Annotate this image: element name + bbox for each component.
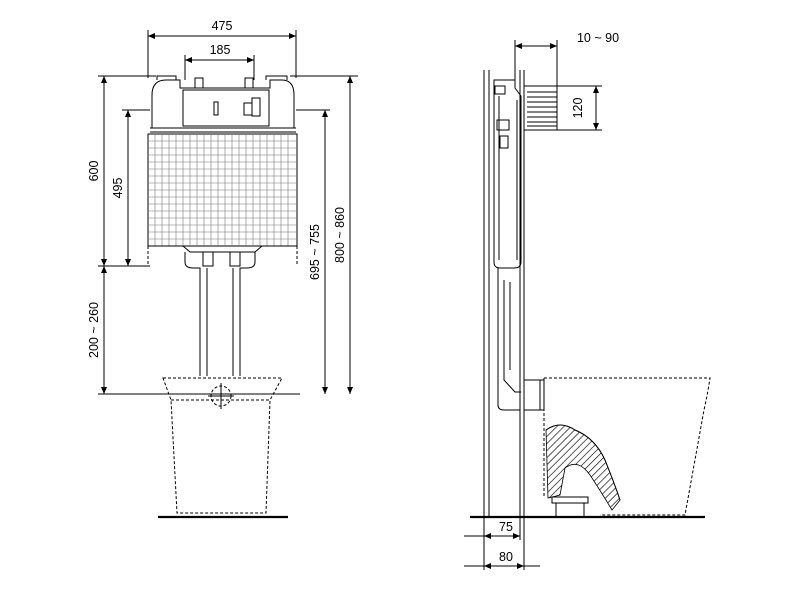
front-view: 475 185 600 495 200 ~ 260 695 ~ 755 (87, 19, 358, 519)
dim-width-inner: 185 (210, 43, 231, 57)
dim-offset-range: 10 ~ 90 (577, 31, 619, 45)
wc-pan-side (470, 377, 711, 519)
frame-legs (184, 251, 256, 376)
outlet-connector (523, 379, 545, 411)
dim-button-height: 120 (571, 98, 585, 119)
dim-height-600: 600 (87, 161, 101, 182)
flush-button-box (523, 85, 558, 131)
dim-depth-75: 75 (499, 520, 513, 534)
dim-height-495: 495 (111, 178, 125, 199)
wall (483, 70, 490, 517)
cistern-top-housing (150, 75, 296, 133)
cistern-grid (148, 134, 297, 246)
dim-height-695-755: 695 ~ 755 (308, 224, 322, 280)
side-dimensions: 10 ~ 90 120 75 80 (464, 31, 619, 570)
cistern-body (147, 133, 298, 266)
side-view: 10 ~ 90 120 75 80 (464, 31, 711, 570)
cistern-profile (493, 70, 525, 517)
dim-width-total: 475 (212, 19, 233, 33)
front-dimensions: 475 185 600 495 200 ~ 260 695 ~ 755 (87, 19, 358, 395)
dim-height-800-860: 800 ~ 860 (333, 207, 347, 263)
dim-depth-80: 80 (499, 550, 513, 564)
wc-pan-front (158, 377, 288, 519)
dim-leg-range: 200 ~ 260 (87, 302, 101, 358)
